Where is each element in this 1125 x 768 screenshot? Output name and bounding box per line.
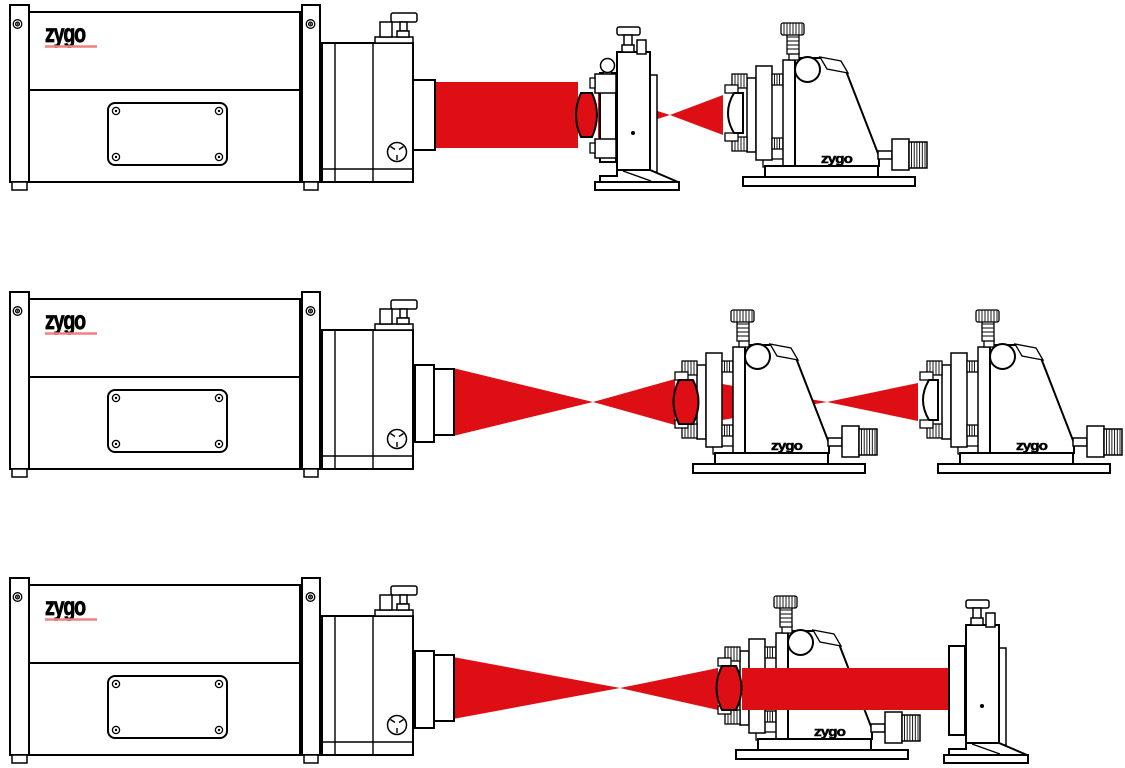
interferometer-row1 bbox=[8, 3, 419, 192]
five-axis-mount-row2-first bbox=[674, 309, 878, 474]
lens-bracket-top bbox=[594, 73, 617, 94]
five-axis-mount-row2-second bbox=[919, 309, 1123, 474]
sphere-aperture-row3 bbox=[414, 650, 455, 729]
test-optic-planoconvex bbox=[727, 92, 744, 134]
laser-beam-diverging-cone bbox=[827, 383, 918, 421]
setup-row-2 bbox=[8, 290, 1123, 479]
interferometer-row2 bbox=[8, 290, 419, 479]
sphere-aperture-row2 bbox=[414, 364, 455, 443]
laser-beam-converging-cone bbox=[453, 657, 620, 719]
test-lens-biconvex bbox=[672, 379, 700, 425]
laser-beam-diverging-cone bbox=[593, 379, 675, 425]
interferometer-row3 bbox=[8, 576, 419, 765]
five-axis-mount bbox=[674, 309, 878, 474]
laser-beam-converging-cone bbox=[453, 368, 593, 436]
laser-beam-collimated bbox=[742, 668, 958, 710]
laser-beam-diverging-cone bbox=[620, 668, 718, 710]
interferometer-group-row2 bbox=[8, 290, 455, 479]
lens-bracket-bottom bbox=[594, 138, 617, 159]
interferometer-group-row3 bbox=[8, 576, 455, 765]
collimating-lens-biconvex bbox=[715, 665, 743, 711]
flat-mirror-stand bbox=[943, 599, 1029, 764]
return-flat-stand-row3 bbox=[943, 599, 1029, 764]
flat-aperture-row1 bbox=[412, 79, 436, 151]
lens-bracket-pin bbox=[589, 142, 596, 154]
reference-optic-planoconvex bbox=[922, 379, 939, 421]
ball-handle bbox=[599, 57, 616, 74]
setup-row-3 bbox=[8, 576, 1029, 765]
five-axis-mount bbox=[919, 309, 1123, 474]
laser-beam-diverging-cone bbox=[670, 95, 723, 135]
laser-beam-collimated bbox=[435, 82, 578, 148]
lens-bracket-pin bbox=[589, 77, 596, 89]
lens-stand-row1 bbox=[594, 26, 680, 191]
transmission-lens bbox=[575, 92, 598, 138]
setup-row-1 bbox=[8, 3, 928, 192]
five-axis-mount-row1 bbox=[724, 22, 928, 187]
